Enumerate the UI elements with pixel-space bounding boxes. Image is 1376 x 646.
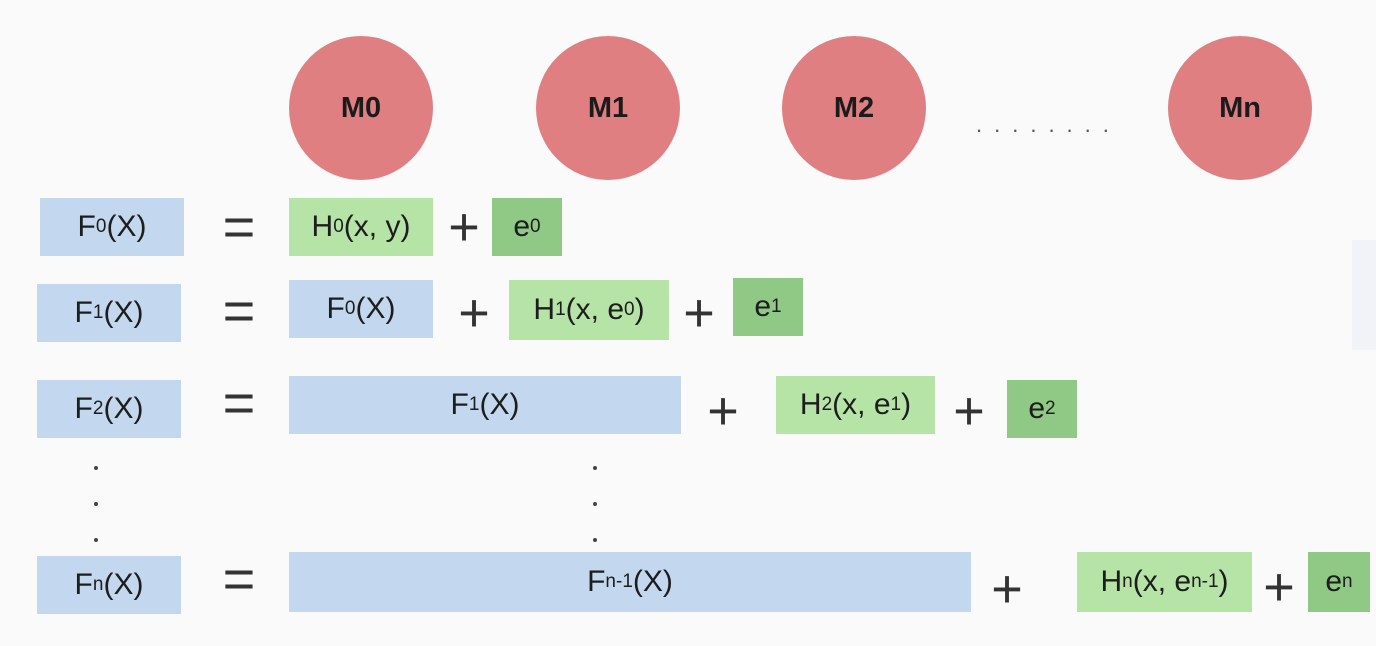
residual-e1-name: e: [754, 290, 772, 323]
continuation-dot: [94, 538, 98, 542]
plus-sign: +: [448, 197, 480, 257]
plus-sign: +: [683, 283, 715, 343]
learner-h2-arg-end: ): [901, 388, 912, 421]
learner-h0-arg: (x, y): [343, 210, 411, 243]
plus-sign: +: [953, 381, 985, 441]
lhs-f1-arg: (X): [103, 296, 144, 329]
learner-h1-name: H: [533, 293, 556, 326]
residual-e0-name: e: [513, 210, 531, 243]
model-circle-m1: M1: [536, 36, 680, 180]
equals-sign: =: [222, 547, 256, 610]
prev-f1-arg: (X): [479, 388, 520, 421]
learner-hn-arg: (x, e: [1132, 565, 1192, 598]
continuation-dot: [593, 538, 597, 542]
lhs-fn-name: F: [74, 568, 93, 601]
model-circle-m0: M0: [289, 36, 433, 180]
plus-sign: +: [458, 283, 490, 343]
model-circle-m2: M2: [782, 36, 926, 180]
learner-h2-name: H: [799, 388, 822, 421]
continuation-dot: [593, 466, 597, 470]
lhs-fn-arg: (X): [103, 568, 144, 601]
prev-fn-1-name: F: [587, 565, 606, 598]
learner-hn-arg-end: ): [1218, 565, 1229, 598]
model-ellipsis: ........: [976, 112, 1121, 137]
residual-en-name: e: [1325, 565, 1343, 598]
continuation-dot: [94, 502, 98, 506]
lhs-f2-name: F: [74, 392, 93, 425]
plus-sign: +: [1263, 557, 1295, 617]
lhs-f0-name: F: [77, 210, 96, 243]
lhs-f2-arg: (X): [103, 392, 144, 425]
model-circle-mn: Mn: [1168, 36, 1312, 180]
learner-h1-arg-end: ): [634, 293, 645, 326]
lhs-f1-name: F: [74, 296, 93, 329]
equals-sign: =: [222, 279, 256, 342]
lhs-f0-arg: (X): [106, 210, 147, 243]
equals-sign: =: [222, 371, 256, 434]
plus-sign: +: [707, 381, 739, 441]
learner-h0-name: H: [311, 210, 334, 243]
prev-f1-name: F: [450, 388, 469, 421]
continuation-dot: [593, 502, 597, 506]
prev-f0-arg: (X): [355, 292, 396, 325]
equals-sign: =: [222, 195, 256, 258]
edge-panel: [1352, 240, 1376, 350]
learner-hn-name: H: [1100, 565, 1123, 598]
continuation-dot: [94, 466, 98, 470]
learner-h1-arg: (x, e: [565, 293, 625, 326]
prev-fn-1-arg: (X): [632, 565, 673, 598]
plus-sign: +: [991, 559, 1023, 619]
learner-h2-arg: (x, e: [832, 388, 891, 421]
prev-f0-name: F: [326, 292, 345, 325]
residual-e2-name: e: [1028, 392, 1046, 425]
